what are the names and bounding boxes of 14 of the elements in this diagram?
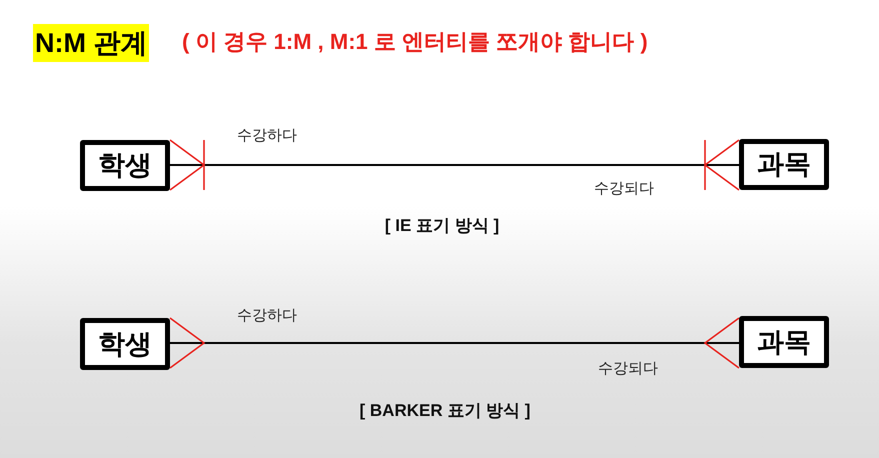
- edge-label: 수강하다: [237, 126, 297, 146]
- relationship-line: [169, 139, 740, 191]
- note-text: 수강되다: [598, 359, 658, 379]
- entity-box: 학생: [80, 140, 170, 191]
- entity-box: 과목: [739, 139, 829, 190]
- edge-label: 수강하다: [237, 306, 297, 326]
- note-text: [ IE 표기 방식 ]: [384, 215, 500, 237]
- relationship-line: [169, 317, 740, 369]
- entity-box: 학생: [80, 318, 170, 370]
- title: N:M 관계: [33, 24, 150, 62]
- note-text: ( 이 경우 1:M , M:1 로 엔터티를 쪼개야 합니다 ): [182, 30, 648, 54]
- note-text: [ BARKER 표기 방식 ]: [360, 400, 530, 422]
- note-text: 수강되다: [594, 179, 654, 199]
- entity-box: 과목: [739, 316, 829, 368]
